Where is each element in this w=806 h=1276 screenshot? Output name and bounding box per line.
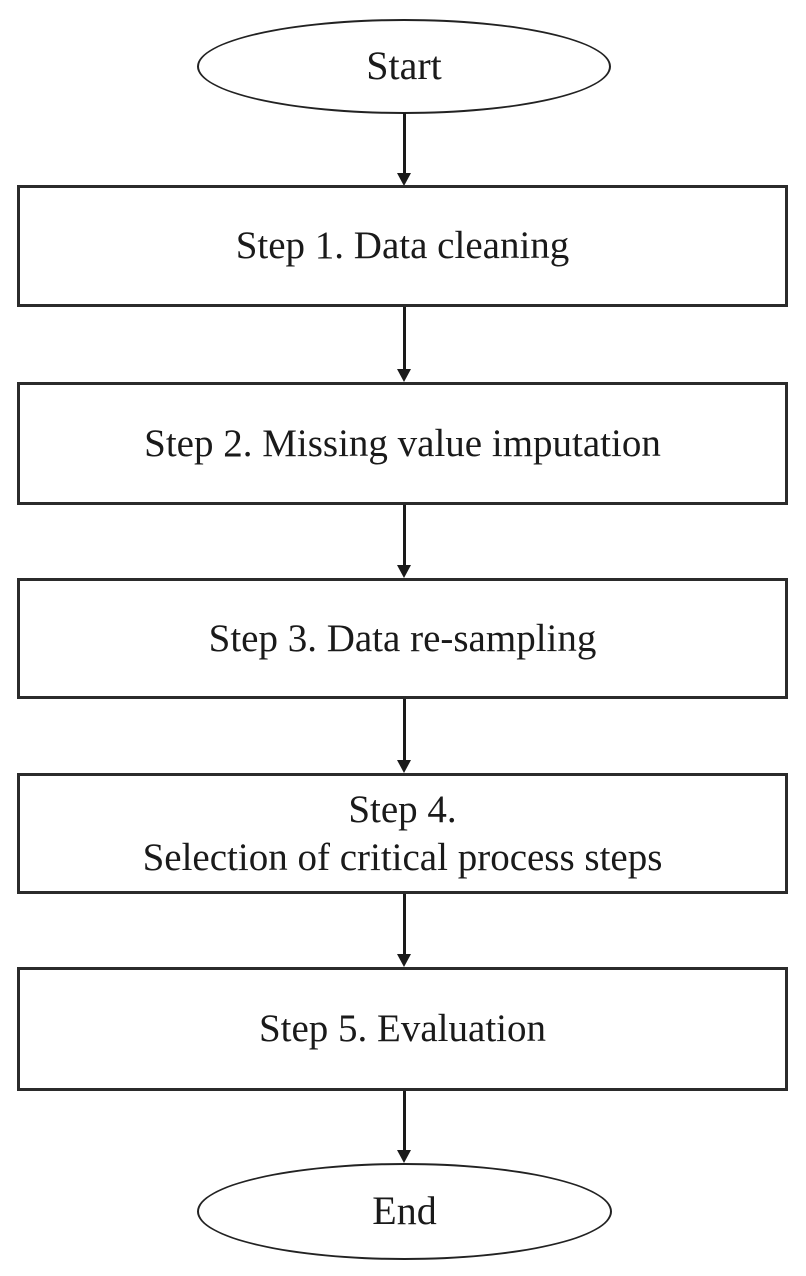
arrow-step5-to-end [396,1091,413,1163]
arrowhead-down-icon [397,1150,411,1163]
arrow-start-to-step1 [396,113,413,186]
process-step-5-node: Step 5. Evaluation [17,967,788,1091]
arrowhead-down-icon [397,565,411,578]
arrow-step1-to-step2 [396,307,413,382]
arrow-shaft [403,113,406,175]
arrow-step2-to-step3 [396,505,413,578]
process-step-3-node: Step 3. Data re-sampling [17,578,788,699]
process-step-2-node: Step 2. Missing value imputation [17,382,788,505]
arrowhead-down-icon [397,954,411,967]
arrow-shaft [403,1091,406,1152]
start-terminator-node: Start [197,19,611,114]
process-step-1-node: Step 1. Data cleaning [17,185,788,307]
arrowhead-down-icon [397,173,411,186]
step-2-label: Step 2. Missing value imputation [144,421,661,465]
arrowhead-down-icon [397,760,411,773]
end-label: End [372,1188,437,1234]
start-label: Start [366,43,442,89]
step-3-label: Step 3. Data re-sampling [208,616,597,660]
arrow-shaft [403,505,406,567]
arrow-step3-to-step4 [396,699,413,773]
step-4-label: Step 4. Selection of critical process st… [142,787,663,879]
end-terminator-node: End [197,1163,612,1260]
arrow-shaft [403,307,406,371]
arrow-step4-to-step5 [396,894,413,967]
step-5-label: Step 5. Evaluation [258,1007,547,1051]
arrowhead-down-icon [397,369,411,382]
arrow-shaft [403,699,406,762]
step-1-label: Step 1. Data cleaning [235,224,570,268]
arrow-shaft [403,894,406,956]
process-step-4-node: Step 4. Selection of critical process st… [17,773,788,894]
